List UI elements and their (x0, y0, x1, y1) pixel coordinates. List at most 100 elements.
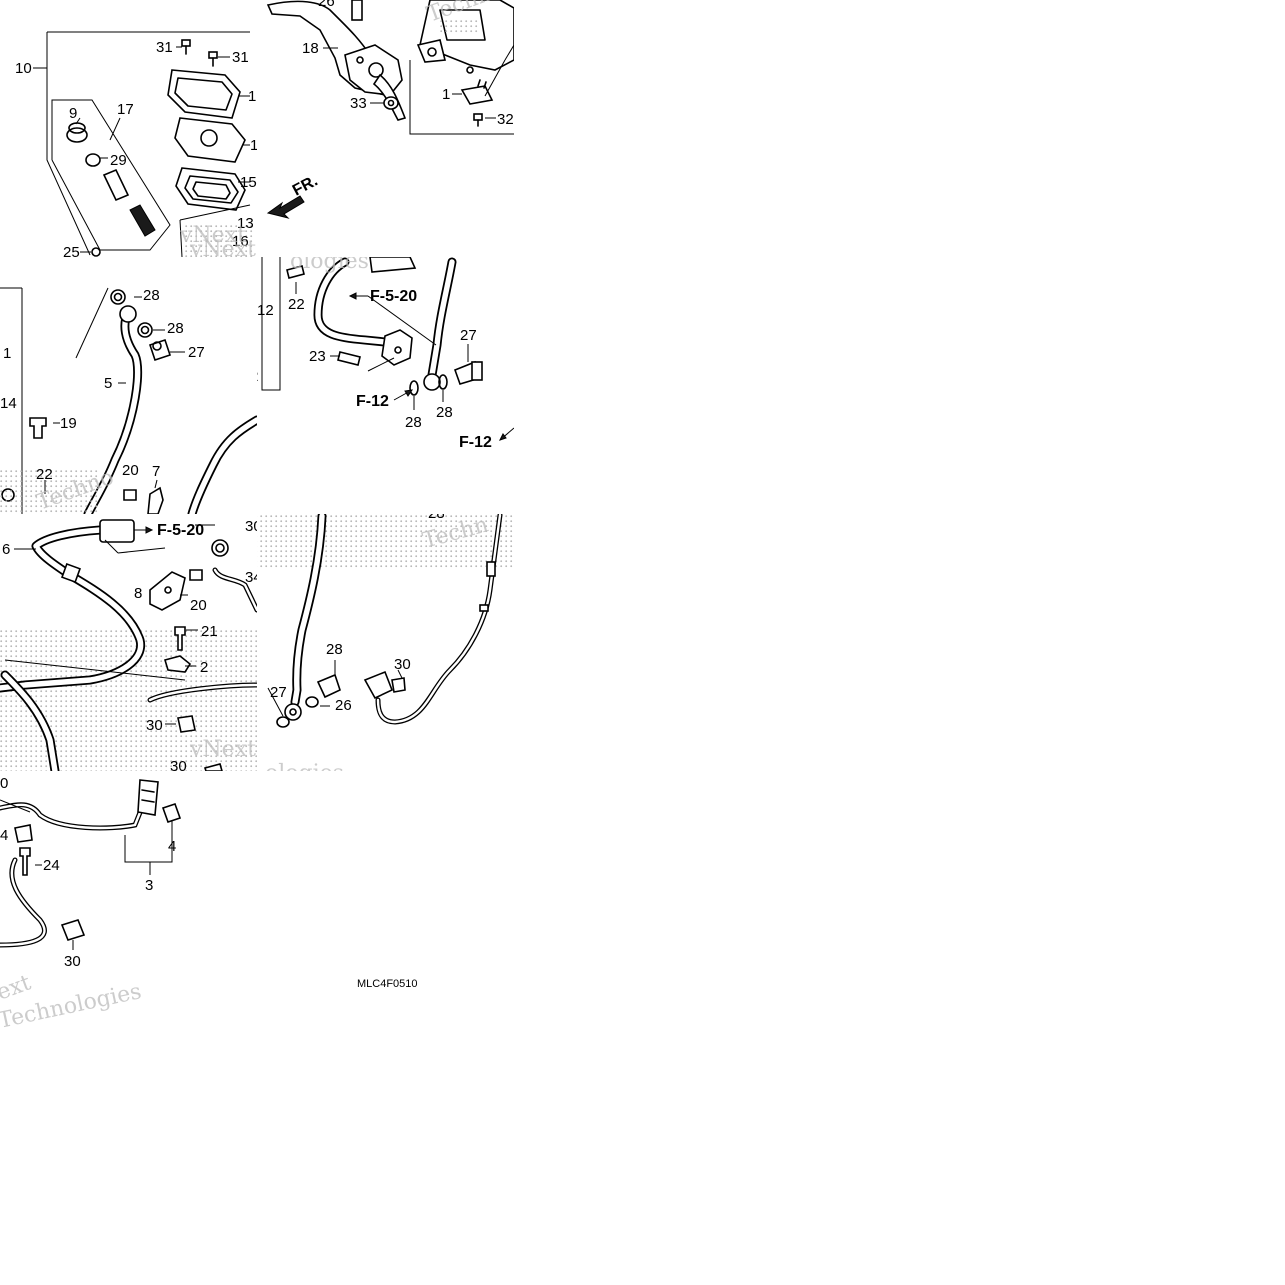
callout-label: 25 (63, 244, 80, 261)
screw-icon (181, 39, 218, 67)
bracket-line-10 (46, 32, 91, 256)
callout-label: 8 (134, 585, 142, 602)
callout-label: 21 (201, 623, 218, 640)
watermark-text: ext (0, 970, 34, 1005)
callout-label: 28 (436, 404, 453, 421)
watermark-text: vNext (189, 237, 256, 262)
circlip-icon (85, 153, 101, 167)
callout-label: 30 (245, 518, 262, 535)
clamp-icon (60, 919, 86, 941)
callout-label: 15 (240, 174, 257, 191)
callout-label: 31 (232, 49, 249, 66)
callout-label: 1 (248, 88, 256, 105)
callout-label: 9 (69, 105, 77, 122)
callout-label: 4 (168, 838, 176, 855)
reference-label: F-5-20 (157, 522, 204, 539)
tile-master-cylinder: 10 31 31 1 17 9 29 1 15 13 16 25 vNext v… (15, 31, 258, 262)
bolt-icon (337, 351, 361, 366)
bracket-icon (147, 486, 164, 514)
reservoir-cap-icon (167, 69, 241, 119)
clamp-icon (163, 655, 192, 673)
callout-label: 2 (250, 368, 258, 385)
callout-label: 31 (156, 39, 173, 56)
callout-label: 13 (237, 215, 254, 232)
watermark-text: ologies (265, 761, 344, 786)
washer-icon (438, 374, 448, 390)
diagram-code: MLC4F0510 (357, 978, 418, 990)
callout-label: 26 (335, 697, 352, 714)
bolt-icon (19, 847, 31, 876)
clamp-icon (211, 539, 229, 557)
brake-switch-icon (460, 85, 494, 105)
tile-rear-caliper: 28 27 28 26 30 Techn ologies (257, 505, 514, 786)
callout-label: 2 (200, 659, 208, 676)
tile-sensors: 0 4 24 4 3 30 ext Technologies (0, 775, 182, 1028)
callout-label: 22 (36, 466, 53, 483)
washer-icon (305, 696, 319, 708)
callout-label: 5 (104, 375, 112, 392)
wheel-speed-sensor-icon (363, 670, 394, 700)
tile-brake-lever: FR. 18 33 1 32 26 Techn (266, 0, 514, 219)
front-arrow-label: FR. (290, 172, 321, 199)
watermark-text: vNext (189, 737, 256, 762)
plate-icon (174, 117, 246, 163)
callout-label: 23 (309, 348, 326, 365)
callout-label: 1 (442, 86, 450, 103)
clip-icon (14, 824, 33, 843)
callout-label: 3 (145, 877, 153, 894)
reference-label: F-5-20 (370, 288, 417, 305)
washer-icon (276, 716, 290, 728)
callout-label: 29 (110, 152, 127, 169)
tile-rear-hoses: F-5-20 6 30 8 20 34 21 2 30 30 vNext (0, 518, 262, 775)
front-arrow-icon (266, 195, 305, 219)
banjo-bolt-icon (148, 338, 172, 362)
washer-icon (110, 289, 126, 305)
tile-front-hoses: 28 28 27 5 1 14 19 22 20 7 Techno (0, 287, 257, 514)
reference-label: F-12 (356, 393, 389, 410)
watermark-text: ologies (290, 249, 369, 274)
callout-label: 7 (152, 463, 160, 480)
bolt-icon (174, 626, 186, 651)
callout-label: 27 (188, 344, 205, 361)
callout-label: 6 (2, 541, 10, 558)
callout-label: 34 (245, 569, 262, 586)
callout-label: 20 (190, 597, 207, 614)
bracket-icon (149, 571, 186, 611)
callout-label: 22 (288, 296, 305, 313)
callout-label: 30 (64, 953, 81, 970)
bolt-icon (29, 417, 47, 439)
callout-label: 30 (394, 656, 411, 673)
callout-label: 17 (117, 101, 134, 118)
spring-icon (129, 204, 156, 237)
nut-icon (383, 96, 399, 110)
callout-label: 14 (0, 395, 17, 412)
callout-label: 30 (146, 717, 163, 734)
callout-label: 33 (350, 95, 367, 112)
piston-icon (102, 168, 130, 202)
callout-label: 16 (232, 233, 249, 250)
callout-label: 20 (122, 462, 139, 479)
callout-label: 32 (497, 111, 514, 128)
washer-icon (137, 322, 153, 338)
callout-label: 30 (170, 758, 187, 775)
callout-label: 4 (0, 827, 8, 844)
bolt-icon (286, 265, 305, 279)
callout-label: 28 (143, 287, 160, 304)
watermark-text: vNext (179, 223, 246, 248)
connector-icon (137, 779, 159, 816)
callout-label: 0 (0, 775, 8, 792)
callout-label: 10 (15, 60, 32, 77)
callout-label: 12 (257, 302, 274, 319)
callout-label: 28 (405, 414, 422, 431)
callout-label: 26 (318, 0, 335, 10)
callout-label: 28 (326, 641, 343, 658)
fitting-icon (99, 519, 135, 543)
callout-label: 28 (167, 320, 184, 337)
callout-label: 1 (250, 137, 258, 154)
clip-icon (161, 802, 182, 824)
callout-label: 19 (60, 415, 77, 432)
callout-label: 27 (460, 327, 477, 344)
callout-label: 28 (428, 505, 445, 522)
washer-icon (409, 380, 419, 396)
